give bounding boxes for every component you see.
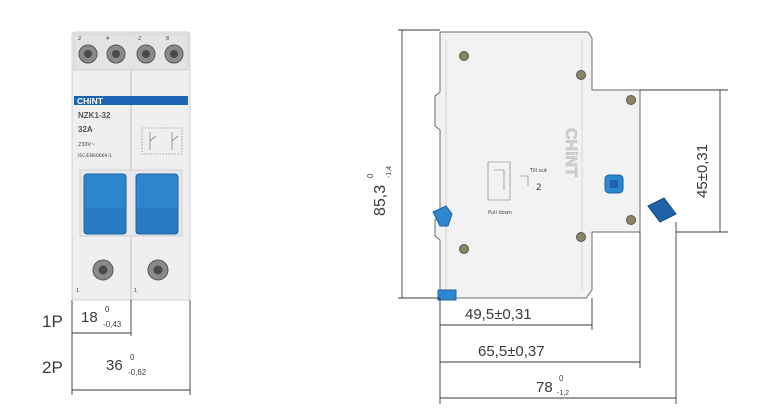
diagram-text-bottom: Pull down	[488, 210, 512, 216]
terminal-bottom-label-1: 1	[76, 288, 79, 294]
side-view: CHiNT Till out 2 Pull down	[432, 31, 677, 301]
height-upper: 0	[366, 173, 375, 178]
front-view: 2 4 2 8 CHiNT NZK1-32 32A 230V~ IEC/EN60…	[71, 31, 191, 301]
din-clip-bottom-icon	[437, 289, 457, 301]
top-terminal-screws	[78, 44, 184, 64]
dim-49-5: 49,5±0,31	[465, 306, 532, 323]
side-body-outline	[434, 31, 641, 299]
pole-label-2p: 2P	[42, 358, 63, 377]
pull-down-diagram-icon	[487, 161, 529, 201]
terminal-bottom-label-2: 1	[134, 288, 137, 294]
terminal-label-1: 2	[78, 36, 81, 42]
depth-nominal: 78	[536, 379, 553, 396]
width-2p-upper: 0	[130, 353, 135, 362]
toggle-lever-left[interactable]	[83, 173, 127, 235]
height-lower: -1,4	[386, 166, 393, 178]
pole-label-1p: 1P	[42, 312, 63, 331]
width-2p-lower: -0,62	[128, 368, 147, 377]
side-rivets	[459, 51, 636, 254]
height-nominal: 85,3	[372, 185, 389, 216]
brand-bar	[74, 96, 188, 105]
terminal-label-4: 8	[166, 36, 169, 42]
voltage-label: 230V~	[78, 142, 95, 148]
switch-diagram-icon	[141, 127, 183, 155]
embossed-brand: CHiNT	[562, 128, 579, 177]
width-1p-lower: -0,43	[103, 320, 122, 329]
width-1p-upper: 0	[105, 305, 110, 314]
front-dimensions	[71, 300, 191, 395]
height-right-label: 45±0,31	[694, 144, 711, 198]
standard-label: IEC/EN60669-1	[78, 153, 112, 159]
width-1p-nominal: 18	[81, 309, 98, 326]
bottom-terminal-screws	[92, 259, 169, 281]
width-2p-nominal: 36	[106, 357, 123, 374]
terminal-label-2: 4	[106, 36, 109, 42]
rating-label: 32A	[78, 125, 93, 134]
height-dim-group: 85,3 0 -1,4	[366, 166, 393, 216]
blue-lever-icon[interactable]	[647, 197, 677, 223]
depth-lower: -1,2	[557, 390, 569, 397]
terminal-label-3: 2	[138, 36, 141, 42]
brand-logo: CHiNT	[77, 96, 104, 106]
toggle-lever-right[interactable]	[135, 173, 179, 235]
din-clip-left-icon	[432, 205, 453, 227]
side-dimensions	[398, 29, 728, 404]
model-label: NZK1-32	[78, 111, 111, 120]
dim-65-5: 65,5±0,37	[478, 343, 545, 360]
diagram-number: 2	[536, 183, 542, 193]
diagram-text-top: Till out	[529, 168, 547, 174]
depth-upper: 0	[559, 374, 564, 383]
